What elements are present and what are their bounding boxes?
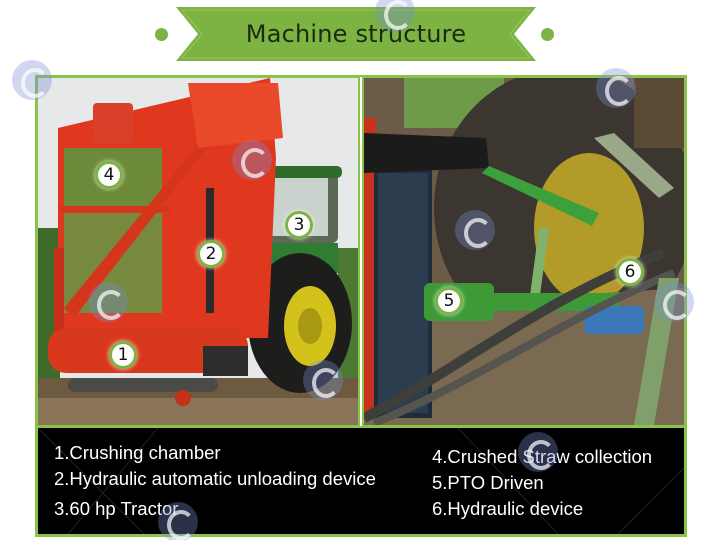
banner-dot-left [155, 28, 168, 41]
ribbon-shape [176, 7, 536, 61]
caption-watermark-lines [38, 428, 684, 534]
photo-straw-recycling-machine: 4 2 3 1 [38, 78, 358, 425]
caption-panel: 1.Crushing chamber 2.Hydraulic automatic… [38, 428, 684, 534]
caption-item-4: 4.Crushed Straw collection [432, 446, 653, 467]
badge-6: 6 [616, 258, 644, 286]
caption-item-2: 2.Hydraulic automatic unloading device [54, 468, 376, 489]
banner-dot-right [541, 28, 554, 41]
hitch-illustration [364, 78, 684, 425]
badge-1: 1 [109, 341, 137, 369]
caption-item-5: 5.PTO Driven [432, 472, 544, 493]
machine-structure-frame: 4 2 3 1 [35, 75, 687, 537]
machine-illustration [38, 78, 358, 425]
badge-2: 2 [197, 240, 225, 268]
caption-item-6: 6.Hydraulic device [432, 498, 584, 519]
photo-divider [358, 77, 364, 426]
title-banner: Machine structure [0, 0, 720, 70]
caption-item-3: 3.60 hp Tractor [54, 498, 179, 519]
badge-3: 3 [285, 211, 313, 239]
badge-4: 4 [95, 161, 123, 189]
page-title: Machine structure [245, 20, 467, 48]
photo-tractor-hitch: 5 6 [364, 78, 684, 425]
caption-item-1: 1.Crushing chamber [54, 442, 221, 463]
badge-5: 5 [435, 287, 463, 315]
